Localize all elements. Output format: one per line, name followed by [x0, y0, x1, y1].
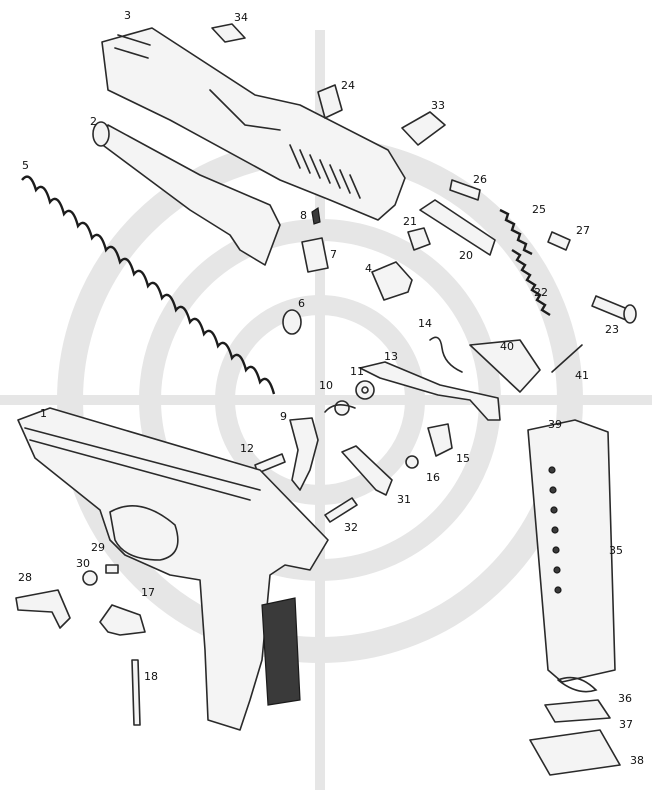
grip-texture — [261, 597, 301, 706]
part-33-drawing — [401, 111, 446, 146]
callout-18: 18 — [144, 670, 158, 683]
pin-18-drawing — [131, 659, 141, 726]
callout-9: 9 — [280, 410, 287, 423]
callout-16: 16 — [426, 471, 440, 484]
pin-41-drawing — [551, 344, 583, 373]
frame-drawing — [17, 407, 329, 731]
callout-5: 5 — [22, 159, 29, 172]
callout-11: 11 — [350, 365, 364, 378]
callout-34: 34 — [234, 11, 248, 24]
hammer-spring-drawing — [324, 400, 356, 416]
callout-39: 39 — [548, 418, 562, 431]
part-29-drawing — [105, 564, 119, 574]
part-40-drawing — [469, 339, 541, 393]
callout-3: 3 — [124, 9, 131, 22]
spring-22-drawing — [511, 248, 551, 317]
spring-14-drawing — [429, 336, 463, 373]
barrel-drawing — [92, 121, 281, 266]
callout-28: 28 — [18, 571, 32, 584]
callout-6: 6 — [298, 297, 305, 310]
callout-17: 17 — [141, 586, 155, 599]
callout-26: 26 — [473, 173, 487, 186]
part-17-drawing — [99, 604, 146, 636]
part-8-drawing — [311, 206, 321, 225]
part-13-drawing — [359, 361, 501, 421]
part-30-drawing — [82, 570, 98, 586]
callout-2: 2 — [90, 115, 97, 128]
callout-8: 8 — [300, 209, 307, 222]
recoil-spring-drawing — [21, 175, 276, 395]
callout-40: 40 — [500, 340, 514, 353]
callout-21: 21 — [403, 215, 417, 228]
callout-37: 37 — [619, 718, 633, 731]
callout-27: 27 — [576, 224, 590, 237]
callout-24: 24 — [341, 79, 355, 92]
callout-12: 12 — [240, 442, 254, 455]
callout-13: 13 — [384, 350, 398, 363]
magazine-drawing — [527, 419, 616, 683]
part-20-drawing — [419, 199, 496, 256]
part-28-drawing — [15, 589, 71, 629]
callout-35: 35 — [609, 544, 623, 557]
callout-32: 32 — [344, 521, 358, 534]
spring-25-drawing — [499, 208, 533, 256]
part-7-drawing — [301, 237, 329, 273]
callout-20: 20 — [459, 249, 473, 262]
callout-33: 33 — [431, 99, 445, 112]
part-34-drawing — [211, 23, 246, 43]
part-31-drawing — [341, 445, 393, 496]
recoil-guide-drawing — [282, 309, 302, 335]
pin-23-drawing — [591, 295, 637, 324]
magazine-floorplate-drawing — [529, 729, 621, 776]
callout-31: 31 — [397, 493, 411, 506]
part-11-drawing — [355, 380, 375, 400]
callout-30: 30 — [76, 557, 90, 570]
callout-25: 25 — [532, 203, 546, 216]
callout-41: 41 — [575, 369, 589, 382]
pin-32-drawing — [324, 497, 358, 523]
callout-23: 23 — [605, 323, 619, 336]
slide-serrations — [289, 144, 361, 199]
callout-10: 10 — [319, 379, 333, 392]
magazine-plate-drawing — [544, 699, 611, 723]
callout-38: 38 — [630, 754, 644, 767]
part-26-drawing — [449, 179, 481, 201]
callout-15: 15 — [456, 452, 470, 465]
part-27-drawing — [547, 231, 571, 251]
callout-36: 36 — [618, 692, 632, 705]
callout-1: 1 — [40, 407, 47, 420]
magazine-spring-drawing — [557, 676, 598, 693]
part-4-drawing — [371, 261, 413, 301]
part-24-drawing — [317, 84, 343, 119]
slide-drawing — [101, 27, 406, 221]
ring-16-drawing — [405, 455, 419, 469]
callout-29: 29 — [91, 541, 105, 554]
magazine-holes — [548, 466, 562, 594]
callout-22: 22 — [534, 286, 548, 299]
callout-14: 14 — [418, 317, 432, 330]
hammer-drawing — [289, 417, 319, 491]
part-21-drawing — [407, 227, 431, 251]
part-15-drawing — [427, 423, 453, 457]
callout-4: 4 — [365, 262, 372, 275]
callout-7: 7 — [330, 248, 337, 261]
